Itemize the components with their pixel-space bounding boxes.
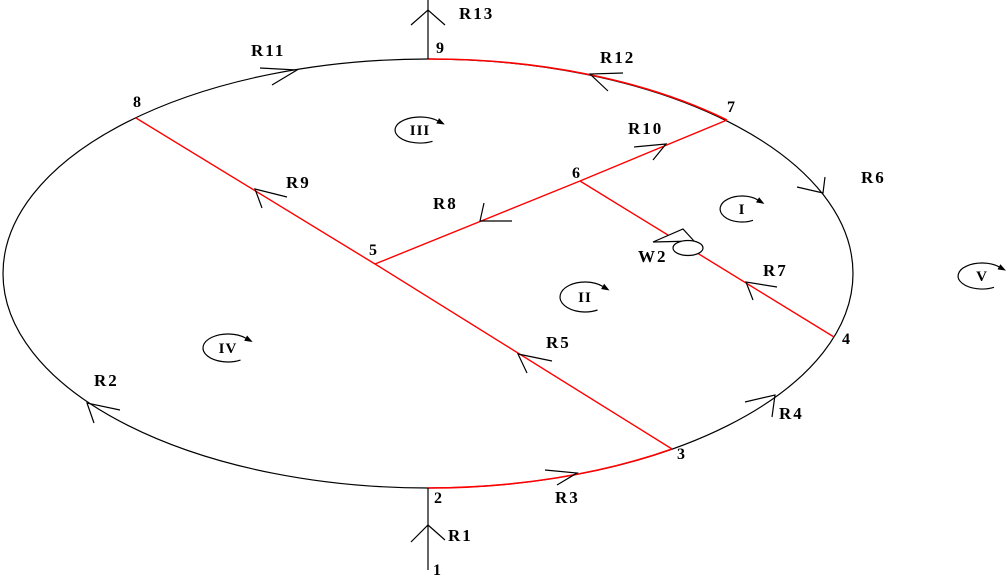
loop-I-arc [719, 195, 758, 223]
node-label-1: 1 [433, 562, 441, 577]
red-arc-9-7 [427, 58, 728, 121]
node-label-2: 2 [434, 490, 442, 507]
loop-I-arrowhead [756, 197, 765, 204]
branch-label-R4: R4 [779, 404, 804, 423]
branch-label-R10: R10 [628, 119, 663, 138]
w2-source-triangle [652, 228, 696, 243]
node-label-7: 7 [727, 99, 735, 116]
branch-label-W2: W2 [638, 247, 668, 266]
node-label-8: 8 [133, 94, 141, 111]
arrow-R10 [633, 143, 668, 161]
arrow-R12 [588, 72, 624, 92]
red-arc-2-3 [427, 448, 673, 489]
branch-label-R11: R11 [251, 41, 285, 60]
loop-III-arrowhead [436, 118, 445, 125]
loop-IV-arrowhead [244, 335, 253, 342]
branch-label-R8: R8 [433, 194, 458, 213]
loop-IV-arc [202, 333, 246, 363]
arrow-R4 [744, 394, 776, 418]
branch-label-R2: R2 [94, 371, 119, 390]
arrow-R2 [86, 402, 121, 424]
node-label-4: 4 [842, 331, 850, 348]
branch-label-R6: R6 [861, 168, 886, 187]
arrow-R3 [544, 469, 579, 486]
chord-5-6 [374, 180, 581, 265]
branch-label-R3: R3 [555, 488, 580, 507]
chord-6-4 [579, 180, 835, 338]
loop-label-III: III [410, 123, 431, 139]
loop-label-I: I [739, 202, 746, 218]
loop-label-II: II [578, 290, 592, 306]
w2-source-circle [672, 239, 704, 257]
arrow-R9 [254, 188, 288, 209]
loop-V-arrowhead [997, 264, 1006, 271]
arrow-R7 [745, 281, 778, 301]
branch-label-R7: R7 [763, 261, 788, 280]
branch-label-R9: R9 [286, 173, 311, 192]
branch-label-R5: R5 [546, 333, 571, 352]
loop-label-V: V [976, 269, 988, 285]
arrow-R11 [259, 67, 299, 86]
chord-6-7 [579, 119, 728, 182]
loop-II-arc [559, 281, 604, 313]
node-label-3: 3 [677, 446, 685, 463]
node-label-6: 6 [572, 165, 580, 182]
branch-label-R13: R13 [459, 4, 494, 23]
loop-label-IV: IV [219, 341, 238, 357]
node-label-9: 9 [436, 40, 444, 57]
branch-label-R1: R1 [448, 526, 473, 545]
arrow-R6 [796, 176, 826, 194]
node-label-5: 5 [369, 242, 377, 259]
arrow-R13 [410, 9, 446, 26]
arrow-R8 [479, 202, 512, 222]
arrow-R5 [516, 353, 553, 374]
loop-II-arrowhead [601, 283, 610, 291]
loop-V-arc [957, 262, 1000, 290]
branch-label-R12: R12 [600, 48, 635, 67]
chord-5-3 [374, 263, 673, 450]
arrow-R1 [410, 524, 446, 543]
loop-III-arc [394, 116, 438, 144]
